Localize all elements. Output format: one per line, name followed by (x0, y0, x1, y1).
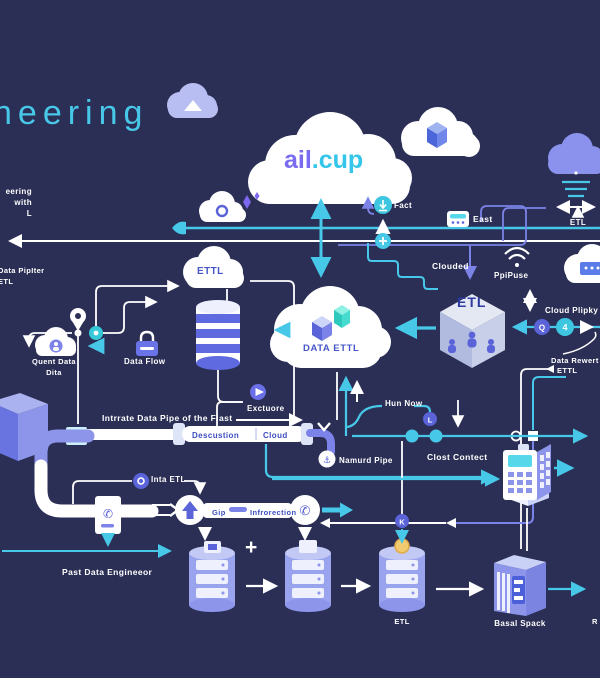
east-node (447, 211, 469, 227)
left-edge-cube (0, 393, 48, 461)
data-rewert-label: Data Rewert (551, 356, 599, 365)
blue-cube-icon (427, 122, 447, 148)
teardrop-icon (172, 221, 186, 235)
people-icons (448, 331, 495, 353)
q-badge-icon (534, 319, 550, 335)
data-flow-icon (136, 330, 158, 356)
l-badge-icon (423, 412, 437, 426)
infrorection-pipe-label: Infrorection (250, 508, 297, 517)
cloud-lavender-topright (548, 133, 600, 174)
namurd-pipe-label: Namurd Pipe (339, 456, 393, 465)
main-flow-lines (8, 205, 600, 248)
etl-db-label: ETL (394, 617, 410, 626)
anchor-badge-icon (318, 450, 336, 468)
inta-etl-node (72, 473, 207, 504)
east-device-icon (447, 211, 469, 227)
ppipuse-label: PpiPuse (494, 271, 529, 280)
svg-text:⚓: ⚓ (323, 456, 331, 466)
sparkle-icons (243, 192, 260, 209)
etl-cube-label: ETL (457, 294, 487, 310)
east-label: East (473, 214, 493, 224)
device-icon (580, 262, 600, 275)
calculator-node (272, 444, 575, 500)
fact-label: Fact (394, 201, 413, 210)
data-ettl-label: DATA ETTL (303, 343, 360, 354)
cloud-ailcup (248, 112, 412, 204)
ailcup-part1: ail (284, 146, 312, 174)
descustion-pipe-label: Descustion (192, 431, 240, 440)
hun-now-line: L (336, 372, 589, 444)
quent-data-node (35, 327, 76, 356)
intro-text: eering with L (5, 187, 32, 218)
db-3-etl (379, 538, 425, 612)
etl-funnel-node (502, 171, 596, 241)
data-pipiter-label: Data PipIter ETL (0, 266, 45, 286)
exctuore-node (216, 384, 303, 427)
db-2 (285, 540, 331, 612)
ettl-right-label: ETTL (557, 366, 578, 375)
data-ettl-cubes-icon (312, 305, 350, 341)
past-engineer-label: Past Data Engineeor (62, 567, 153, 577)
pixel-panel-icon (512, 576, 525, 604)
exctuore-label: Exctuore (247, 404, 285, 413)
svg-text:L: L (428, 416, 433, 425)
keypad-icon (508, 472, 532, 493)
cloud-with-cube (401, 107, 480, 157)
intrrate-label: Intrrate Data Pipe of the Flast (102, 413, 233, 423)
svg-text:4: 4 (562, 323, 567, 333)
cloud-data-ettl (270, 286, 391, 368)
page-title: neering (0, 94, 149, 132)
cloud-ring-small (199, 191, 246, 222)
ring-icon (215, 204, 229, 218)
fact-node (310, 196, 392, 278)
namurd-node: ⚓ (264, 444, 497, 485)
svg-text:K: K (399, 518, 405, 527)
ailcup-part2: .cup (311, 146, 364, 174)
plus-sign: + (245, 536, 258, 559)
svg-text:✆: ✆ (300, 504, 311, 519)
cloud-right-edge (564, 244, 600, 283)
cloud-lavender-small (167, 83, 218, 118)
ppipuse-node (504, 246, 537, 312)
data-flow-label: Data Flow (124, 357, 166, 366)
k-badge-icon (395, 514, 409, 528)
phone-glyph-icon: ✆ (103, 507, 113, 521)
quent-data-label: Quent Data Dita (31, 357, 77, 377)
pin-icon (70, 308, 86, 337)
four-badge-icon (556, 318, 574, 336)
cloud-plipky-line: Q 4 (511, 318, 600, 336)
gip-pipe: ✆ (152, 495, 353, 541)
r-edge-label: R (592, 617, 598, 626)
clouded-label: Clouded (432, 261, 469, 271)
document-node: ✆ (2, 496, 172, 558)
hun-now-label: Hun Now (385, 399, 423, 408)
phone-circle-icon (290, 495, 320, 525)
clost-contect-label: Clost Contect (427, 452, 488, 462)
upper-left-network (22, 279, 436, 424)
cloud-ettl (183, 246, 244, 288)
inta-etl-label: Inta ETL (151, 475, 186, 484)
descustion-pipe (66, 422, 335, 456)
svg-text:Q: Q (539, 324, 545, 333)
etl-cube-node (440, 294, 505, 368)
cloud-plipky-label: Cloud Plipky (545, 306, 599, 315)
gip-pipe-label: Gip (212, 508, 226, 517)
mountain-icon (184, 100, 202, 111)
screen-icon (508, 455, 532, 467)
cloud-pipe-label: Cloud (263, 431, 288, 440)
basal-spack-label: Basal Spack (494, 619, 546, 628)
database-cylinder (196, 300, 240, 370)
etl-funnel-label: ETL (569, 218, 587, 227)
db-1 (189, 541, 235, 612)
ettl-cloud-label: ETTL (197, 266, 224, 277)
clouded-connectors (367, 243, 477, 290)
db-bottom-row: K (189, 441, 587, 612)
inta-etl-badge-icon (133, 473, 149, 489)
ailcup-logo: ail.cup (284, 146, 363, 175)
